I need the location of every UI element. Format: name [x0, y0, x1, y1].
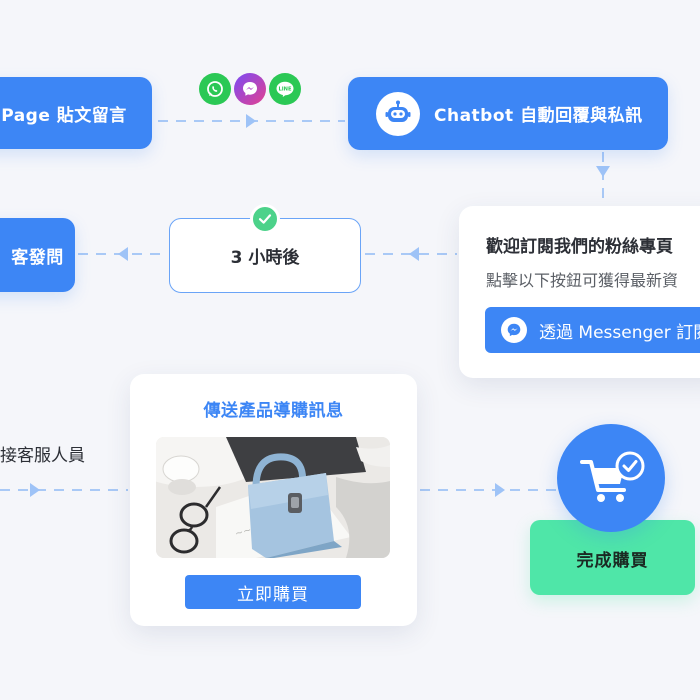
step-customer-label: 客發問 — [11, 247, 64, 268]
arrow-left-icon — [409, 247, 419, 261]
line-icon-text: LINE — [278, 87, 292, 93]
step-timer-label: 3 小時後 — [230, 248, 300, 268]
check-icon — [250, 204, 280, 234]
step-chatbot-label: Chatbot 自動回覆與私訊 — [434, 106, 643, 126]
subscribe-card: 歡迎訂閱我們的粉絲專頁 點擊以下按鈕可獲得最新資 透過 Messenger 訂閱 — [459, 206, 700, 378]
arrow-down-icon — [596, 166, 610, 177]
whatsapp-icon — [199, 73, 231, 105]
messenger-icon — [234, 73, 266, 105]
robot-icon — [376, 91, 420, 136]
step-customer-ask: 客發問 — [0, 218, 75, 292]
buy-now-button[interactable]: 立即購買 — [185, 575, 361, 609]
step-complete-purchase: 完成購買 — [530, 520, 695, 595]
arrow-left-icon — [118, 247, 128, 261]
cart-check-icon — [557, 424, 665, 532]
buy-now-label: 立即購買 — [237, 584, 309, 605]
step-fanpage-comment: Page 貼文留言 — [0, 77, 152, 149]
step-complete-label: 完成購買 — [576, 551, 649, 571]
messenger-icon — [501, 317, 527, 343]
product-card-title: 傳送產品導購訊息 — [203, 401, 344, 421]
subscribe-button-label: 透過 Messenger 訂閱 — [539, 322, 700, 343]
arrow-right-icon — [30, 483, 40, 497]
step-chatbot: Chatbot 自動回覆與私訊 — [348, 77, 668, 150]
product-card: 傳送產品導購訊息 ~~~~~ — [130, 374, 417, 626]
arrow-right-icon — [246, 114, 256, 128]
step-agent-label: 接客服人員 — [0, 446, 85, 466]
subscribe-messenger-button[interactable]: 透過 Messenger 訂閱 — [485, 307, 700, 353]
subscribe-title: 歡迎訂閱我們的粉絲專頁 — [486, 237, 673, 257]
line-icon: LINE — [269, 73, 301, 105]
product-image: ~~~~~ — [156, 437, 390, 558]
step-fanpage-label: Page 貼文留言 — [1, 105, 127, 126]
subscribe-subtitle: 點擊以下按鈕可獲得最新資 — [486, 271, 679, 290]
arrow-right-icon — [495, 483, 505, 497]
